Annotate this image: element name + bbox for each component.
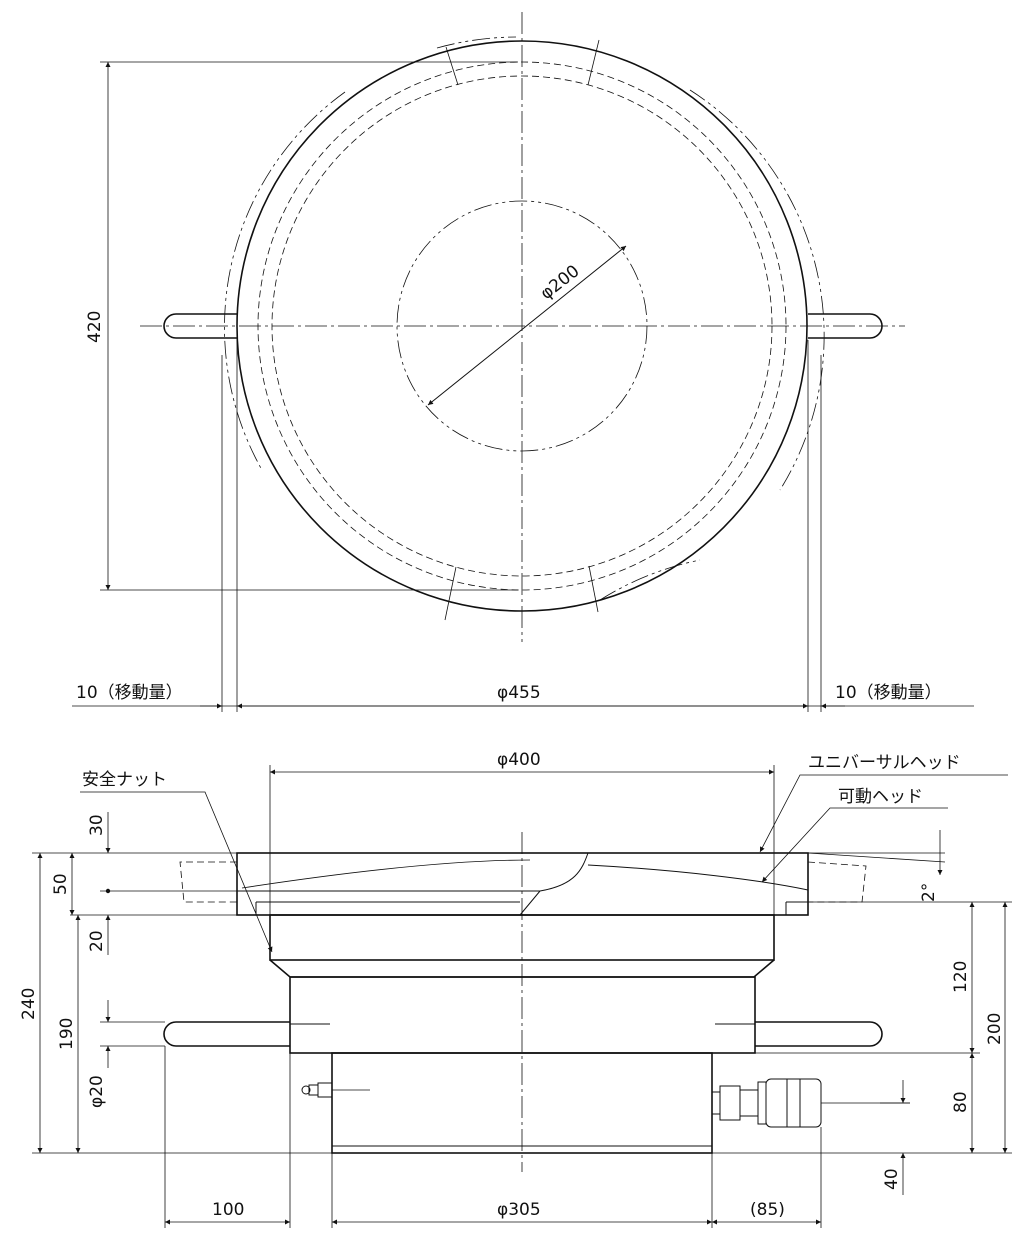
air-bleed-fitting xyxy=(301,1082,370,1098)
phantom-arc-right xyxy=(689,89,825,491)
label-universal-head: ユニバーサルヘッド xyxy=(808,753,961,773)
side-handle-right xyxy=(755,1021,883,1047)
dim-text-100: 100 xyxy=(212,1200,244,1220)
dim-text-20: 20 xyxy=(87,930,107,952)
radial-mark-3 xyxy=(444,566,457,621)
leader-universal-head xyxy=(759,774,1008,853)
outer-head-circle xyxy=(236,40,808,612)
dim-text-angle: 2° xyxy=(919,883,939,902)
phantom-arc-left xyxy=(224,91,346,471)
dim-text-200: 200 xyxy=(985,1013,1005,1045)
hidden-circle-2 xyxy=(271,75,773,577)
label-safety-nut: 安全ナット xyxy=(82,770,167,790)
radial-mark-1 xyxy=(445,46,459,86)
dim-text-phi20: φ20 xyxy=(87,1075,107,1108)
dim-point-50 xyxy=(105,888,111,894)
hydraulic-coupler xyxy=(711,1078,910,1128)
dim-text-420: 420 xyxy=(85,311,105,343)
center-circle-dim-text: φ200 xyxy=(537,261,584,304)
angle-tilt-line xyxy=(807,852,946,863)
dim-text-travel-right: 10（移動量） xyxy=(835,683,942,703)
center-circle-200 xyxy=(396,200,648,452)
dim-text-120: 120 xyxy=(951,961,971,993)
universal-head-plate xyxy=(236,852,809,916)
handle-left xyxy=(163,313,237,339)
phantom-arc-bottom-right xyxy=(599,559,701,601)
dim-text-305: φ305 xyxy=(497,1200,541,1220)
dim-text-190: 190 xyxy=(57,1018,77,1050)
phantom-tilt-left xyxy=(179,861,237,903)
dim-text-240: 240 xyxy=(19,988,39,1020)
leader-movable-head xyxy=(761,807,948,883)
dim-text-85: (85) xyxy=(750,1200,785,1220)
movable-head-profile xyxy=(519,852,589,916)
movable-head-curve-lower xyxy=(241,859,531,889)
dim-text-400: φ400 xyxy=(497,750,541,770)
side-handle-left xyxy=(163,1021,290,1047)
dim-text-455: φ455 xyxy=(497,683,541,703)
safety-nut-body xyxy=(269,914,775,961)
radial-mark-4 xyxy=(588,565,599,613)
cylinder-body xyxy=(289,976,756,1054)
dim-text-50: 50 xyxy=(51,873,71,895)
movable-head-curve xyxy=(587,864,809,891)
label-movable-head: 可動ヘッド xyxy=(838,787,923,807)
dim-text-80: 80 xyxy=(951,1091,971,1113)
radial-mark-2 xyxy=(587,39,600,86)
center-circle-diameter-line xyxy=(427,245,627,406)
leader-safety-nut xyxy=(80,791,273,953)
phantom-arc-top-left xyxy=(436,36,517,49)
top-view: φ200 420 φ455 10（移動量） 10（移動量） xyxy=(72,12,974,712)
dim-text-travel-left: 10（移動量） xyxy=(76,683,183,703)
hidden-circle-1 xyxy=(257,61,787,591)
handle-right xyxy=(808,313,883,339)
dim-text-30: 30 xyxy=(87,814,107,836)
dim-text-40: 40 xyxy=(882,1168,902,1190)
side-view: 2° 安全 xyxy=(19,750,1012,1228)
phantom-tilt-right xyxy=(807,861,867,903)
